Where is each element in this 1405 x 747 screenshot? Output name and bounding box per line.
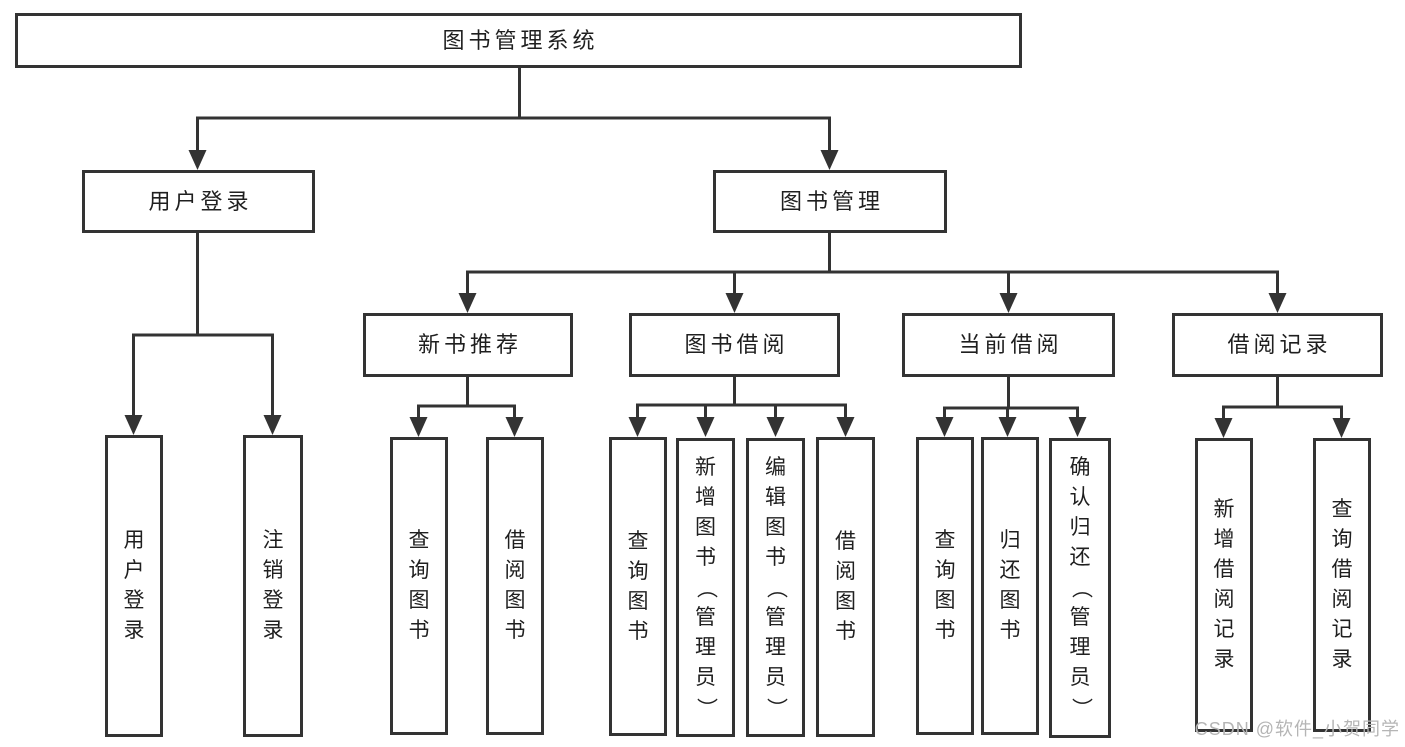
leaf-cb-confirm-return-admin-label: 确认归还（管理员） [1069,456,1092,719]
leaf-user-login: 用户登录 [105,435,163,737]
leaf-nbr-query-books: 查询图书 [390,437,448,735]
csdn-watermark: CSDN @软件_小贺同学 [1194,719,1400,739]
node-book-borrowing: 图书借阅 [629,313,840,377]
leaf-bb-add-book-admin-label: 新增图书（管理员） [694,455,718,719]
leaf-bb-add-book-admin: 新增图书（管理员） [676,438,735,737]
leaf-bb-borrow-books-label: 借阅图书 [835,530,856,643]
leaf-br-add-record: 新增借阅记录 [1195,438,1253,732]
leaf-cb-confirm-return-admin: 确认归还（管理员） [1049,438,1111,738]
node-book-borrowing-label: 图书借阅 [684,332,789,357]
node-borrowing-records-label: 借阅记录 [1227,332,1332,357]
leaf-cb-return-books: 归还图书 [981,437,1039,735]
node-user-login: 用户登录 [82,170,315,233]
node-book-management: 图书管理 [713,170,947,233]
node-borrowing-records: 借阅记录 [1172,313,1383,377]
node-book-management-label: 图书管理 [779,188,884,214]
leaf-br-add-record-label: 新增借阅记录 [1213,498,1235,671]
leaf-bb-edit-book-admin-label: 编辑图书（管理员） [764,455,788,719]
leaf-cb-query-books: 查询图书 [916,437,974,735]
leaf-br-query-record-label: 查询借阅记录 [1331,498,1353,671]
leaf-bb-borrow-books: 借阅图书 [816,437,875,737]
leaf-bb-query-books-label: 查询图书 [627,529,649,643]
node-current-borrowing: 当前借阅 [902,313,1115,377]
node-root-label: 图书管理系统 [442,27,599,53]
leaf-cb-query-books-label: 查询图书 [934,529,956,642]
leaf-logout-label: 注销登录 [262,529,284,642]
arrow-down-icons [124,150,1351,438]
leaf-nbr-borrow-books-label: 借阅图书 [504,529,526,642]
leaf-nbr-query-books-label: 查询图书 [408,529,430,642]
leaf-bb-query-books: 查询图书 [609,437,667,736]
node-user-login-label: 用户登录 [148,188,253,214]
leaf-cb-return-books-label: 归还图书 [999,529,1021,642]
node-new-book-recommend-label: 新书推荐 [417,332,522,357]
node-current-borrowing-label: 当前借阅 [958,332,1063,357]
leaf-logout: 注销登录 [243,435,303,737]
leaf-user-login-label: 用户登录 [123,529,145,642]
leaf-br-query-record: 查询借阅记录 [1313,438,1371,732]
leaf-bb-edit-book-admin: 编辑图书（管理员） [746,438,805,737]
node-root: 图书管理系统 [15,13,1022,68]
leaf-nbr-borrow-books: 借阅图书 [486,437,544,735]
node-new-book-recommend: 新书推荐 [363,313,573,377]
